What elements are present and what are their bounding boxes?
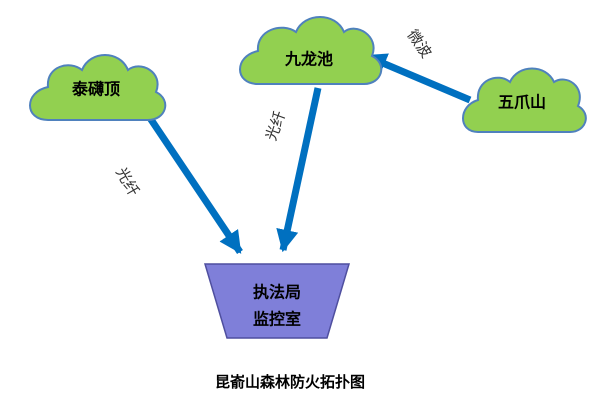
cloud-node-wuzhuashan: 五爪山 xyxy=(462,67,587,133)
monitoring-center-node: 执法局 监控室 xyxy=(203,263,351,339)
cloud-shape-jiulongchi xyxy=(239,16,383,85)
monitoring-center-shape xyxy=(203,263,351,339)
center-label-line1: 执法局 xyxy=(253,283,301,302)
arrow-taimoding-to-center xyxy=(147,116,243,254)
link-label-microwave: 微波 xyxy=(403,26,435,61)
node-label-jiulongchi: 九龙池 xyxy=(284,50,333,69)
cloud-node-taimoding: 泰礴顶 xyxy=(29,54,167,121)
cloud-node-jiulongchi: 九龙池 xyxy=(239,16,383,85)
link-label-fiber-mid: 光纤 xyxy=(262,109,289,143)
node-label-wuzhuashan: 五爪山 xyxy=(498,93,546,112)
link-label-fiber-left: 光纤 xyxy=(112,164,143,199)
cloud-shape-wuzhuashan xyxy=(462,67,587,133)
arrow-wuzhuashan-to-jiulongchi xyxy=(363,52,472,104)
cloud-shape-taimoding xyxy=(29,54,167,121)
arrow-jiulongchi-to-center xyxy=(276,87,322,253)
node-label-taimoding: 泰礴顶 xyxy=(71,80,120,99)
center-label-line2: 监控室 xyxy=(253,310,301,329)
diagram-caption: 昆嵛山森林防火拓扑图 xyxy=(215,373,365,391)
